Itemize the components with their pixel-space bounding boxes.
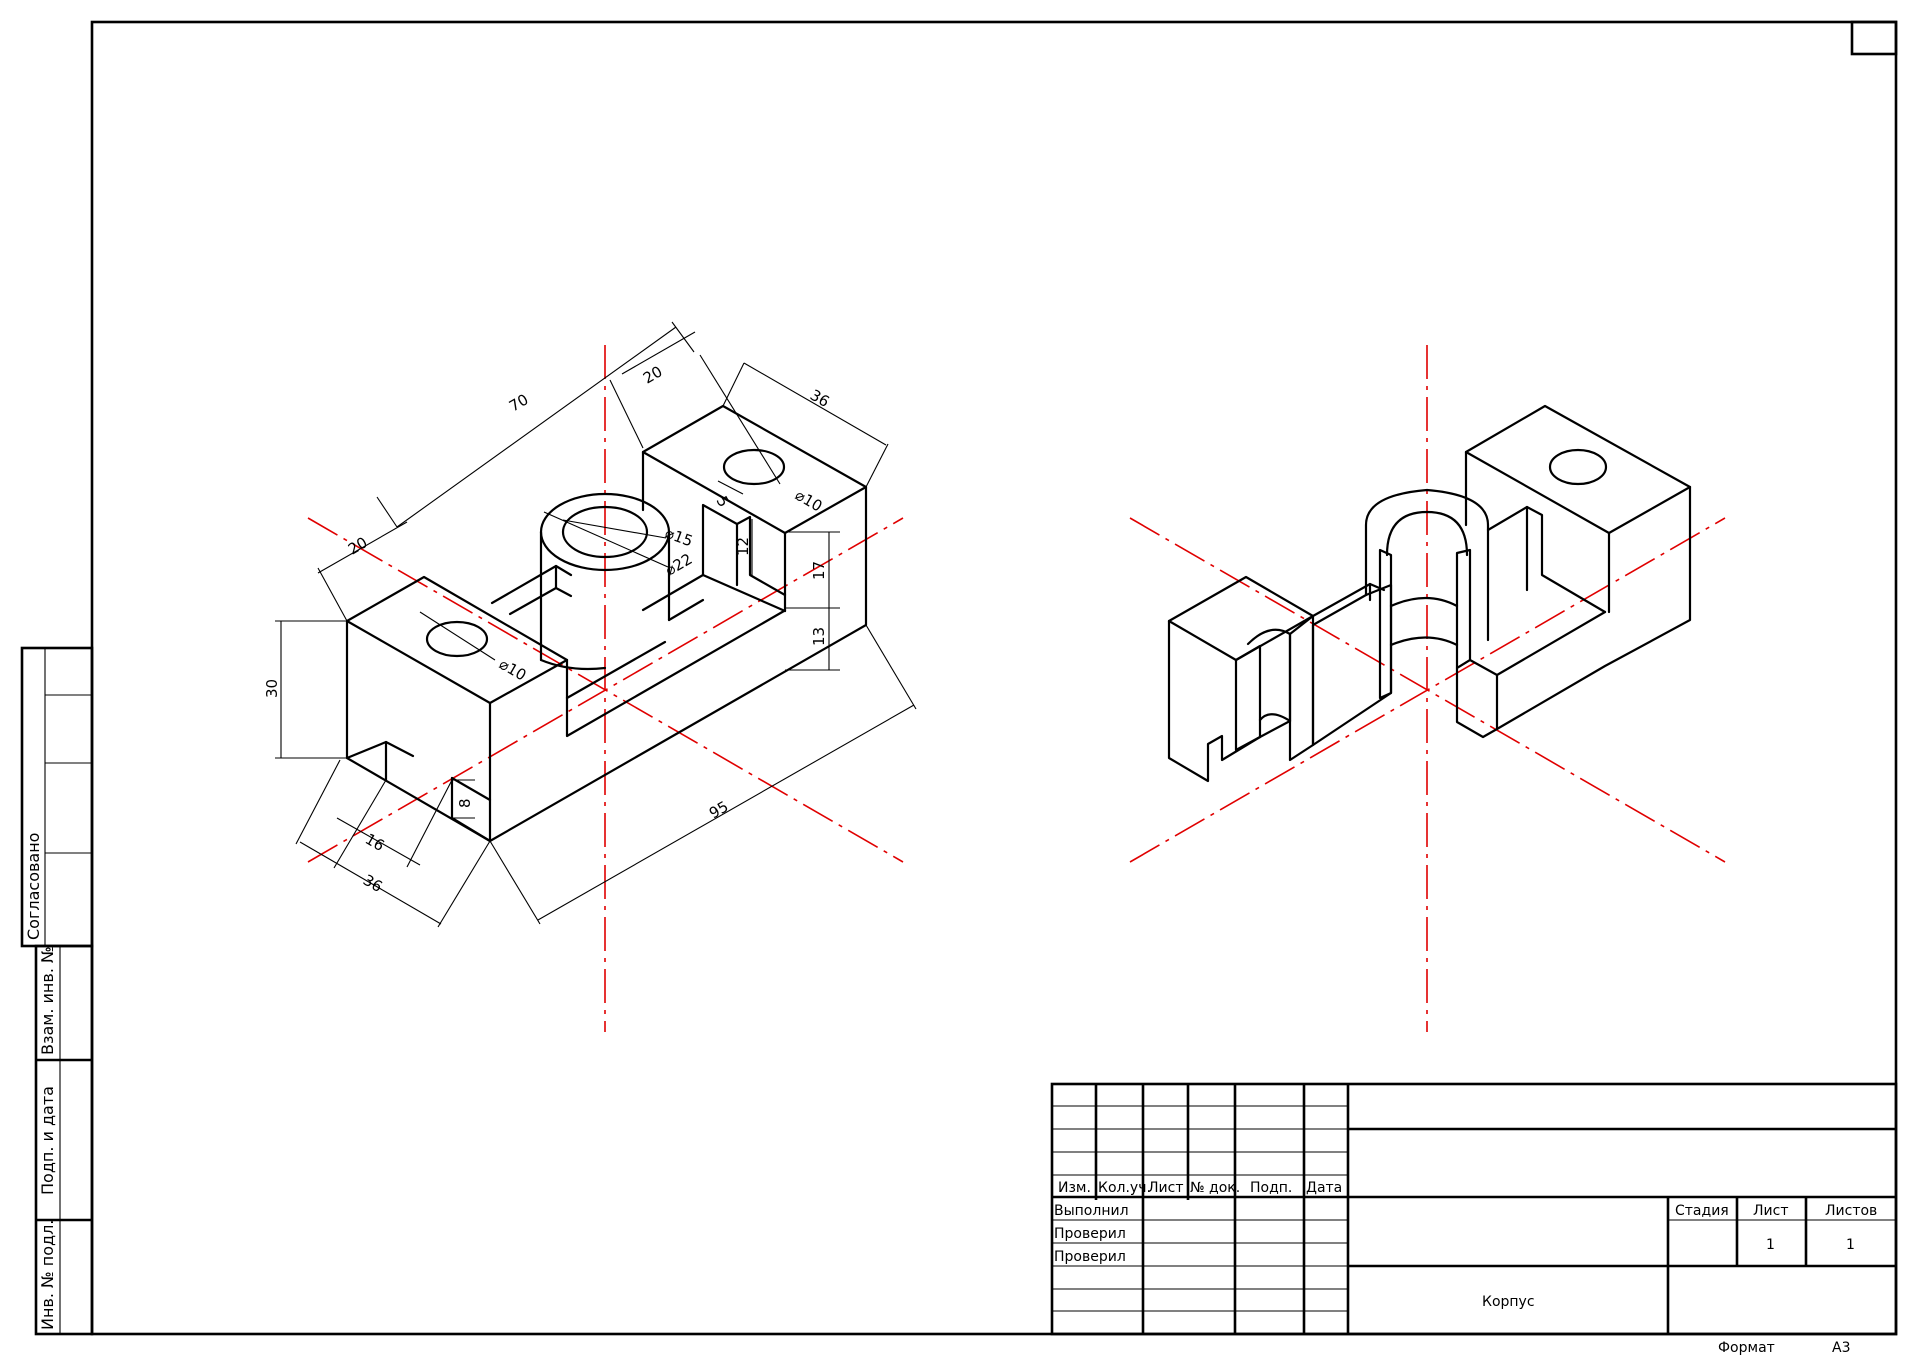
dim-right-lower-height: 13 <box>810 627 828 646</box>
dim-bore-outer: ⌀22 <box>662 550 695 580</box>
right-view-axes <box>1129 345 1726 1032</box>
dim-left-block-width: 20 <box>345 533 371 558</box>
tb-format-value: А3 <box>1832 1340 1850 1356</box>
dim-bore-inner: ⌀15 <box>663 524 696 551</box>
tb-part-name: Корпус <box>1482 1294 1535 1310</box>
dim-overall-length: 70 <box>506 390 532 415</box>
stamp-sign-date: Подп. и дата <box>38 1086 57 1195</box>
dim-top-block-width: 20 <box>640 362 666 387</box>
dim-hole-right: ⌀10 <box>792 486 825 516</box>
right-isometric-section <box>1167 404 1692 783</box>
tb-role-checked-2: Проверил <box>1054 1249 1126 1265</box>
tb-role-performed: Выполнил <box>1054 1203 1129 1219</box>
tb-header-kolvo: Кол.уч. <box>1098 1180 1151 1196</box>
dim-base-length: 95 <box>706 797 732 822</box>
stamp-replaced-inv: Взам. инв. № <box>38 946 57 1055</box>
dim-slot-width: 5 <box>713 493 733 510</box>
dim-base-depth: 36 <box>360 871 386 896</box>
left-view-dimensions: 70 20 36 ⌀10 5 12 ⌀15 ⌀22 17 13 20 <box>263 321 917 928</box>
tb-header-list: Лист <box>1148 1180 1183 1196</box>
dim-height: 30 <box>263 679 281 698</box>
dim-notch-width: 16 <box>362 830 388 855</box>
stamp-inv-orig: Инв. № подл. <box>38 1220 57 1330</box>
tb-header-date: Дата <box>1306 1180 1342 1196</box>
tb-sheet-label: Лист <box>1753 1203 1788 1219</box>
tb-sheets-label: Листов <box>1825 1203 1877 1219</box>
sheet-frame <box>90 20 1898 1336</box>
dim-right-upper-height: 17 <box>810 561 828 580</box>
tb-header-izm: Изм. <box>1058 1180 1091 1196</box>
tb-sheets-value: 1 <box>1846 1237 1855 1253</box>
left-isometric-part <box>345 404 868 843</box>
side-stamp: Согласовано Взам. инв. № Подп. и дата Ин… <box>20 646 94 1336</box>
tb-header-doc: № док. <box>1190 1180 1240 1196</box>
left-view-axes <box>307 345 904 1032</box>
dim-notch-height: 8 <box>456 798 474 808</box>
dim-slot-height: 12 <box>734 537 752 556</box>
tb-header-sign: Подп. <box>1250 1180 1292 1196</box>
stamp-agreed: Согласовано <box>24 833 43 940</box>
tb-role-checked-1: Проверил <box>1054 1226 1126 1242</box>
tb-format-label: Формат <box>1718 1340 1775 1356</box>
title-block: Изм. Кол.уч. Лист № док. Подп. Дата Выпо… <box>1050 1082 1898 1356</box>
dim-depth: 36 <box>807 386 833 411</box>
tb-stage-label: Стадия <box>1675 1203 1729 1219</box>
tb-sheet-value: 1 <box>1766 1237 1775 1253</box>
dim-hole-left: ⌀10 <box>496 655 529 685</box>
